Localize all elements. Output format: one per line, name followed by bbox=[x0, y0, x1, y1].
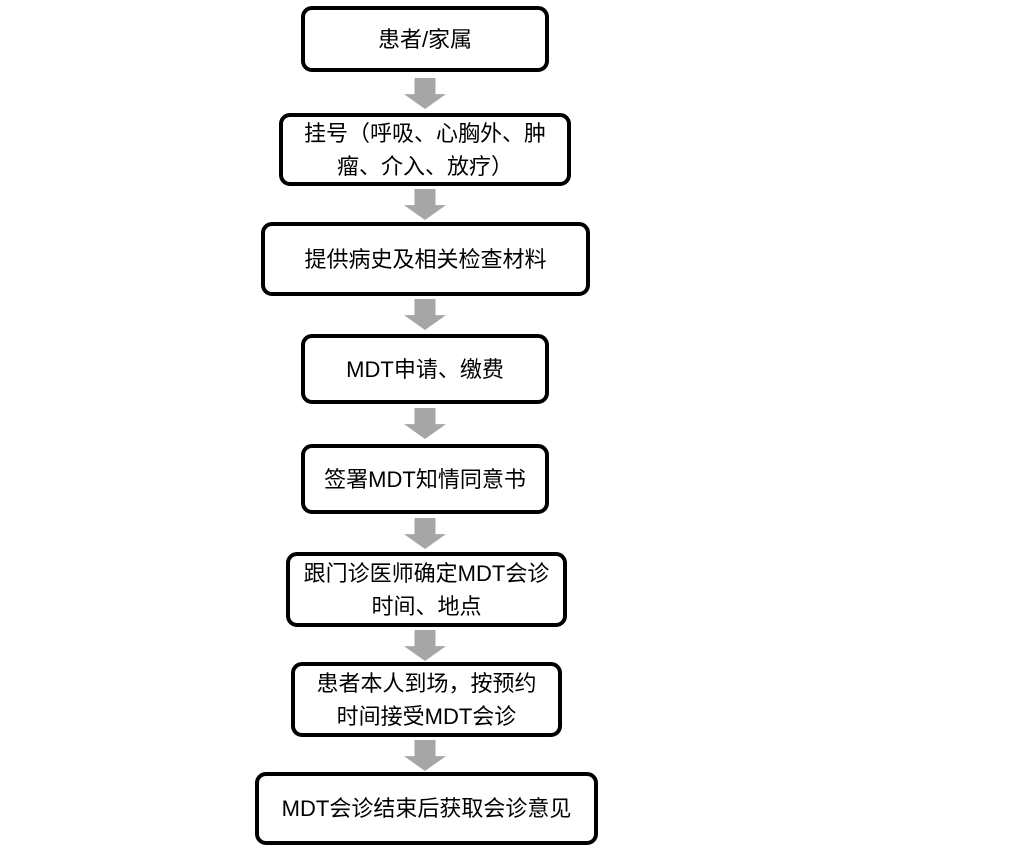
flow-step-get-opinions: MDT会诊结束后获取会诊意见 bbox=[255, 772, 598, 845]
flow-step-patient-family: 患者/家属 bbox=[301, 6, 549, 72]
down-arrow-icon bbox=[404, 630, 446, 661]
down-arrow-icon bbox=[404, 78, 446, 109]
down-arrow-icon bbox=[404, 518, 446, 549]
flow-step-sign-consent: 签署MDT知情同意书 bbox=[301, 444, 549, 514]
down-arrow-icon bbox=[404, 299, 446, 330]
flow-step-attend-consultation: 患者本人到场，按预约 时间接受MDT会诊 bbox=[291, 662, 562, 737]
flow-step-provide-history: 提供病史及相关检查材料 bbox=[261, 222, 590, 296]
down-arrow-icon bbox=[404, 189, 446, 220]
flow-step-registration: 挂号（呼吸、心胸外、肿 瘤、介入、放疗） bbox=[279, 113, 571, 186]
down-arrow-icon bbox=[404, 740, 446, 771]
flow-step-mdt-apply-pay: MDT申请、缴费 bbox=[301, 334, 549, 404]
down-arrow-icon bbox=[404, 408, 446, 439]
flow-step-confirm-time-place: 跟门诊医师确定MDT会诊 时间、地点 bbox=[286, 552, 567, 627]
